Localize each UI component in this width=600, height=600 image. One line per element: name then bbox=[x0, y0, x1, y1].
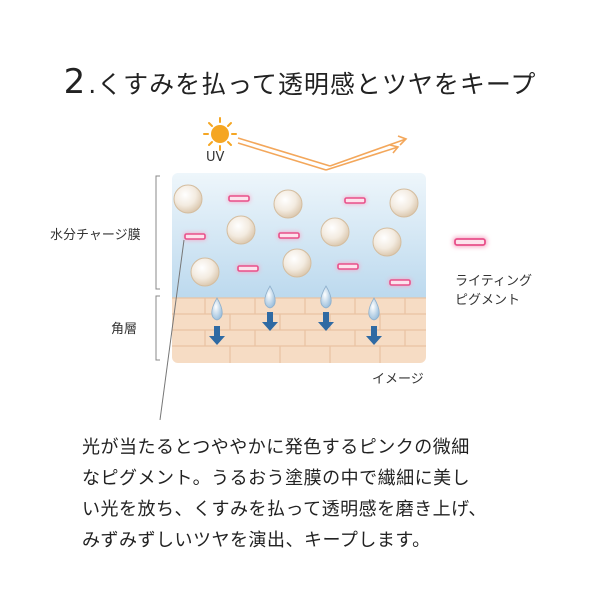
pigment-label-line2: ピグメント bbox=[455, 293, 521, 308]
skin-diagram bbox=[155, 117, 487, 420]
pink-pigments bbox=[184, 195, 487, 286]
title-text: くすみを払って透明感とツヤをキープ bbox=[97, 70, 537, 99]
moisture-drops bbox=[211, 285, 380, 321]
moisture-film-label: 水分チャージ膜 bbox=[50, 228, 141, 243]
skin-layer bbox=[172, 297, 426, 363]
sun-icon bbox=[203, 117, 237, 151]
uv-rays bbox=[237, 135, 408, 171]
description-line: い光を放ち、くすみを払って透明感を磨き上げ、 bbox=[82, 499, 487, 520]
pearl-particles bbox=[173, 184, 419, 287]
title-number: 2 bbox=[63, 62, 87, 102]
description-line: みずみずしいツヤを演出、キープします。 bbox=[82, 530, 431, 551]
description: 光が当たるとつややかに発色するピンクの微細 なピグメント。うるおう塗膜の中で繊細… bbox=[82, 432, 562, 556]
layer-brackets bbox=[155, 175, 160, 361]
pigment-label-line1: ライティング bbox=[455, 274, 532, 289]
description-line: 光が当たるとつややかに発色するピンクの微細 bbox=[82, 437, 470, 458]
description-line: なピグメント。うるおう塗膜の中で繊細に美し bbox=[82, 468, 471, 489]
leader-line bbox=[159, 239, 185, 420]
image-note: イメージ bbox=[372, 372, 424, 387]
stratum-corneum-label: 角層 bbox=[111, 322, 138, 337]
uv-label: UV bbox=[206, 150, 225, 165]
down-arrows bbox=[209, 312, 382, 345]
page-title: 2.くすみを払って透明感とツヤをキープ bbox=[0, 62, 600, 102]
legend-pigment-icon bbox=[454, 238, 486, 246]
title-dot: . bbox=[88, 70, 98, 99]
